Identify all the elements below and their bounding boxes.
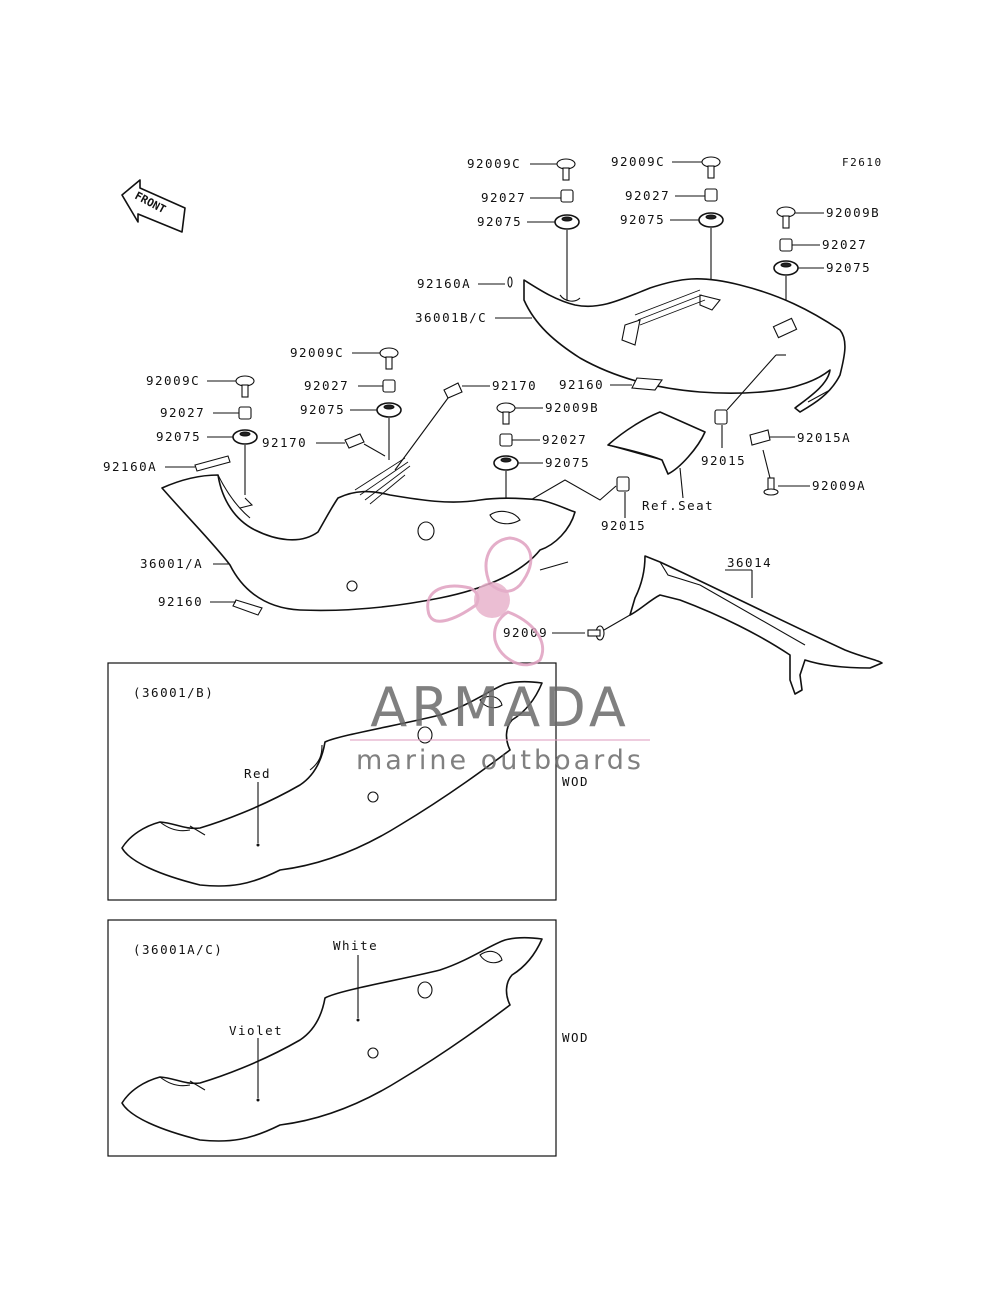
callout-92009c-c: 92009C xyxy=(290,345,344,360)
figure-code: F2610 xyxy=(842,156,883,169)
grommet-92075-right-c xyxy=(773,260,799,276)
inset-c-title: (36001A/C) xyxy=(133,942,223,957)
callout-92009c-b: 92009C xyxy=(611,154,665,169)
callout-92160a-a: 92160A xyxy=(417,276,471,291)
callout-92075-e: 92075 xyxy=(156,429,201,444)
callout-92075-c: 92075 xyxy=(826,260,871,275)
grommet-92075-left-a xyxy=(376,402,402,418)
clip-92015-upper xyxy=(714,354,786,448)
clip-92170-lower xyxy=(344,433,365,449)
callout-92027-c: 92027 xyxy=(822,237,867,252)
clip-92170-upper xyxy=(443,382,463,399)
callout-ref-seat: Ref.Seat xyxy=(642,498,714,513)
front-arrow-icon: FRONT xyxy=(121,179,186,233)
callout-92009b-a: 92009B xyxy=(826,205,880,220)
callout-92009c-a: 92009C xyxy=(467,156,521,171)
brand-text: ARMADA xyxy=(370,676,630,739)
inset-c-color-violet: Violet xyxy=(229,1023,283,1038)
callout-92170-b: 92170 xyxy=(262,435,307,450)
callout-92075-b: 92075 xyxy=(620,212,665,227)
collar-92027-left-a xyxy=(382,379,396,393)
callout-92170-a: 92170 xyxy=(492,378,537,393)
grommet-92075-left-c xyxy=(493,455,519,471)
grommet-92075-right-b xyxy=(698,212,724,228)
inset-36001b: (36001/B) Red WOD xyxy=(107,662,589,901)
propeller-logo-icon xyxy=(426,536,545,667)
inset-b-side-wod: WOD xyxy=(562,774,589,789)
collar-92027-right-b xyxy=(704,188,718,202)
callout-36001a: 36001/A xyxy=(140,556,203,571)
callout-92027-f: 92027 xyxy=(542,432,587,447)
callout-92009a: 92009A xyxy=(812,478,866,493)
clip-92015a xyxy=(749,429,795,446)
grommet-92075-right-a xyxy=(554,214,580,230)
callout-92027-b: 92027 xyxy=(625,188,670,203)
inset-36001ac: (36001A/C) White Violet WOD xyxy=(107,919,589,1157)
armada-watermark: ARMADA marine outboards xyxy=(350,536,650,776)
side-cover-36001a xyxy=(161,457,576,612)
strip-92160-left xyxy=(232,599,263,616)
strip-92160-right xyxy=(610,377,664,391)
callout-92027-d: 92027 xyxy=(304,378,349,393)
bolt-92009c-left-b xyxy=(235,375,255,398)
callout-92015-a: 92015 xyxy=(701,453,746,468)
bolt-92009a xyxy=(762,449,810,496)
collar-92027-left-c xyxy=(499,433,513,447)
callout-92015-b: 92015 xyxy=(601,518,646,533)
grommet-92075-left-b xyxy=(232,429,258,445)
strip-92160a-left xyxy=(194,455,231,472)
inset-c-side-wod: WOD xyxy=(562,1030,589,1045)
callout-92160-a: 92160 xyxy=(559,377,604,392)
inset-b-title: (36001/B) xyxy=(133,685,214,700)
collar-92027-right-c xyxy=(779,238,793,252)
leader-lines-left-group xyxy=(165,352,543,603)
inset-c-color-white: White xyxy=(333,938,378,953)
callout-92027-e: 92027 xyxy=(160,405,205,420)
callout-92009c-d: 92009C xyxy=(146,373,200,388)
callout-92075-d: 92075 xyxy=(300,402,345,417)
callout-92160a-b: 92160A xyxy=(103,459,157,474)
callout-92075-f: 92075 xyxy=(545,455,590,470)
callout-92075-a: 92075 xyxy=(477,214,522,229)
bolt-92009c-left-a xyxy=(379,347,399,370)
callout-92015a: 92015A xyxy=(797,430,851,445)
callout-92009: 92009 xyxy=(503,625,548,640)
callout-labels: 92009C 92027 92075 92009C 92027 92075 92… xyxy=(103,154,880,640)
tagline-text: marine outboards xyxy=(356,745,644,776)
callout-92027-a: 92027 xyxy=(481,190,526,205)
tail-guard-36014 xyxy=(552,555,883,695)
collar-92027-right-a xyxy=(560,189,574,203)
inset-b-color-red: Red xyxy=(244,766,271,781)
bolt-92009b-right xyxy=(776,206,796,229)
collar-92027-left-b xyxy=(238,406,252,420)
ref-seat xyxy=(607,411,706,499)
callout-36014: 36014 xyxy=(727,555,772,570)
bolt-92009b-left xyxy=(496,402,516,425)
clip-92015-lower xyxy=(509,476,630,518)
callout-92160-b: 92160 xyxy=(158,594,203,609)
bolt-92009c-right-a xyxy=(556,158,576,181)
callout-36001bc: 36001B/C xyxy=(415,310,487,325)
callout-92009b-b: 92009B xyxy=(545,400,599,415)
bolt-92009c-right-b xyxy=(701,156,721,179)
